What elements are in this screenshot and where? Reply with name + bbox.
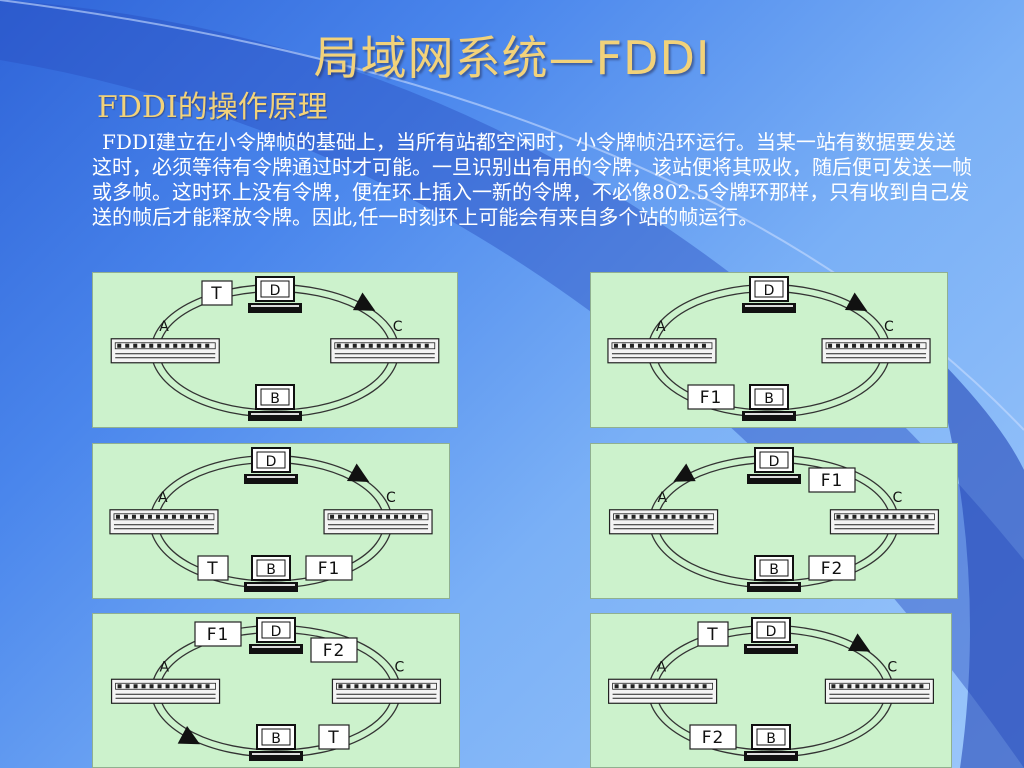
station-c — [821, 338, 931, 364]
station-b: B — [244, 555, 298, 592]
station-a — [608, 509, 719, 535]
frame-label-text: F2 — [702, 728, 725, 748]
station-letter-b: B — [766, 731, 776, 747]
station-c — [829, 509, 940, 535]
station-a — [110, 338, 220, 364]
station-b: B — [747, 555, 801, 592]
station-a — [109, 509, 219, 535]
station-a — [110, 678, 221, 704]
frame-label-f1: F1 — [687, 384, 735, 410]
direction-arrow-icon — [346, 463, 370, 482]
frame-label-text: T — [206, 559, 218, 579]
frame-label-f1: F1 — [194, 621, 242, 647]
station-label-a: A — [158, 490, 168, 506]
fddi-ring-diagram: A C D B T — [110, 276, 440, 421]
station-label-a: A — [159, 319, 169, 335]
frame-label-text: F2 — [323, 641, 346, 661]
frame-label-f2: F2 — [310, 637, 358, 663]
station-a — [607, 338, 717, 364]
direction-arrow-icon — [352, 292, 376, 311]
direction-arrow-icon — [847, 633, 871, 652]
station-label-c: C — [394, 659, 404, 675]
direction-arrow-icon — [844, 292, 868, 311]
diagram-panel-6: A C D B T F2 — [590, 613, 952, 768]
frame-label-t: T — [697, 621, 729, 647]
station-a — [608, 678, 718, 704]
frame-label-f2: F2 — [808, 555, 856, 581]
diagram-panel-1: A C D B T — [92, 272, 458, 428]
frame-label-text: T — [210, 284, 222, 304]
station-label-c: C — [892, 490, 902, 506]
station-c — [323, 509, 433, 535]
diagram-panel-3: A C D B T F1 — [92, 443, 450, 599]
frame-label-text: T — [706, 625, 718, 645]
fddi-ring-diagram: A C D B T F2 — [608, 617, 934, 761]
station-b: B — [248, 384, 302, 421]
frame-label-f2: F2 — [689, 724, 737, 750]
station-letter-b: B — [769, 562, 779, 578]
station-label-a: A — [657, 659, 667, 675]
station-c — [330, 338, 440, 364]
station-label-a: A — [656, 319, 666, 335]
station-letter-d: D — [766, 624, 777, 640]
frame-label-text: T — [327, 728, 339, 748]
station-label-c: C — [884, 319, 894, 335]
station-b: B — [744, 724, 798, 761]
station-label-c: C — [887, 659, 897, 675]
station-d: D — [744, 617, 798, 654]
direction-arrow-icon — [673, 463, 696, 482]
station-d: D — [248, 276, 302, 313]
direction-arrow-icon — [177, 725, 201, 745]
frame-label-f1: F1 — [305, 555, 353, 581]
frame-label-text: F1 — [821, 471, 844, 491]
station-letter-d: D — [270, 283, 281, 299]
station-label-c: C — [393, 319, 403, 335]
station-c — [824, 678, 934, 704]
station-label-a: A — [160, 659, 170, 675]
section-subtitle: FDDI的操作原理 — [97, 90, 328, 125]
station-letter-d: D — [271, 624, 282, 640]
station-letter-b: B — [270, 391, 280, 407]
station-b: B — [742, 384, 796, 421]
frame-label-text: F2 — [821, 559, 844, 579]
frame-label-t: T — [197, 555, 229, 581]
station-letter-b: B — [271, 731, 281, 747]
station-letter-b: B — [266, 562, 276, 578]
station-letter-d: D — [769, 454, 780, 470]
station-c — [331, 678, 442, 704]
frame-label-t: T — [318, 724, 350, 750]
frame-label-text: F1 — [207, 625, 230, 645]
description-paragraph: FDDI建立在小令牌帧的基础上，当所有站都空闲时，小令牌帧沿环运行。当某一站有数… — [92, 130, 972, 229]
station-d: D — [244, 447, 298, 484]
page-title: 局域网系统—FDDI — [313, 31, 711, 85]
station-d: D — [747, 447, 801, 484]
frame-label-t: T — [201, 280, 233, 306]
fddi-ring-diagram: A C D B F1 — [607, 276, 931, 421]
diagram-panel-2: A C D B F1 — [590, 272, 948, 428]
station-label-c: C — [386, 490, 396, 506]
frame-label-text: F1 — [318, 559, 341, 579]
fddi-ring-diagram: A C D B T F1 — [109, 447, 433, 592]
frame-label-f1: F1 — [808, 467, 856, 493]
station-label-a: A — [658, 490, 668, 506]
station-letter-b: B — [764, 391, 774, 407]
station-letter-d: D — [764, 283, 775, 299]
frame-label-text: F1 — [700, 388, 723, 408]
station-d: D — [249, 617, 303, 654]
station-d: D — [742, 276, 796, 313]
station-letter-d: D — [266, 454, 277, 470]
station-b: B — [249, 724, 303, 761]
